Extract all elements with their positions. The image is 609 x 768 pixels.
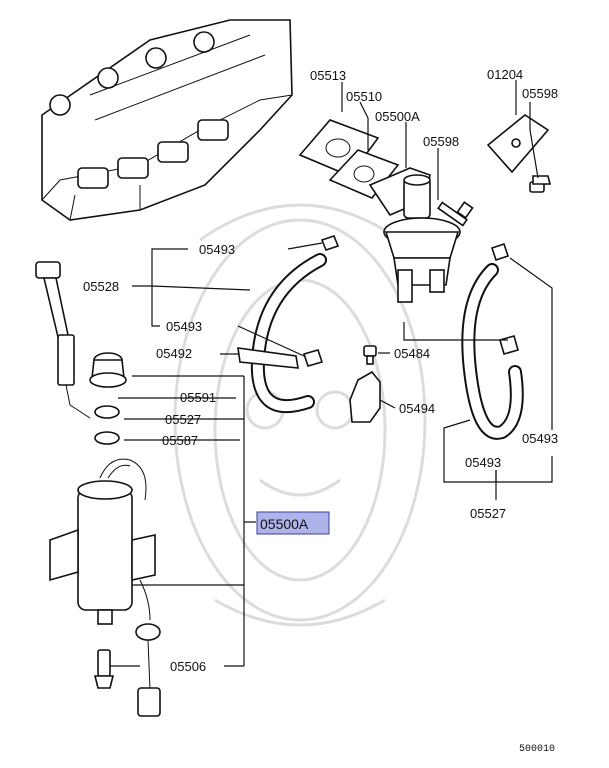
label-05510: 05510 <box>346 89 382 104</box>
bolt-05598-a <box>437 201 474 227</box>
label-05506: 05506 <box>170 659 206 674</box>
highlight-box[interactable] <box>256 511 330 535</box>
hose-band-05492 <box>237 347 299 369</box>
hose-clip-05493-right <box>490 242 510 262</box>
label-05528: 05528 <box>83 279 119 294</box>
bracket-05494 <box>349 370 381 423</box>
electric-fuel-pump <box>49 458 161 717</box>
hose-clip-05493-mid <box>302 349 324 367</box>
label-05493-top: 05493 <box>199 242 235 257</box>
label-05492: 05492 <box>156 346 192 361</box>
cover-plate-hole <box>511 138 521 148</box>
callout-lines <box>110 80 553 667</box>
damper-05591 <box>89 352 127 388</box>
hose-clip-05493-top <box>320 235 340 251</box>
label-05500a-top: 05500A <box>375 109 420 124</box>
label-05598-b: 05598 <box>423 134 459 149</box>
label-05527-right: 05527 <box>470 506 506 521</box>
label-05484: 05484 <box>394 346 430 361</box>
fuel-pipe-05528 <box>35 261 91 419</box>
label-01204: 01204 <box>487 67 523 82</box>
label-05500a-highlight[interactable]: 05500A <box>260 516 309 532</box>
bolt-05598-b <box>529 175 552 193</box>
hose-clip-05493-lower <box>499 335 519 355</box>
label-05598-a: 05598 <box>522 86 558 101</box>
label-05527-left: 05527 <box>165 412 201 427</box>
label-05493-mid: 05493 <box>166 319 202 334</box>
washer-05587 <box>94 431 120 445</box>
connector-05506 <box>93 649 115 689</box>
label-05493-right: 05493 <box>522 431 558 446</box>
label-05494: 05494 <box>399 401 435 416</box>
label-05591: 05591 <box>180 390 216 405</box>
gasket-05510-hole <box>353 165 375 183</box>
label-05587: 05587 <box>162 433 198 448</box>
washer-05527 <box>94 405 120 419</box>
screw-05484 <box>363 345 377 365</box>
mechanical-fuel-pump <box>368 167 461 303</box>
diagram-code: 500010 <box>519 744 555 755</box>
label-05513: 05513 <box>310 68 346 83</box>
label-05493-low: 05493 <box>465 455 501 470</box>
highlighted-part-05500a[interactable]: 05500A <box>256 511 330 535</box>
cylinder-head-illustration <box>41 19 293 221</box>
hose-05527-right <box>461 263 524 440</box>
gasket-05513-hole <box>325 138 351 158</box>
